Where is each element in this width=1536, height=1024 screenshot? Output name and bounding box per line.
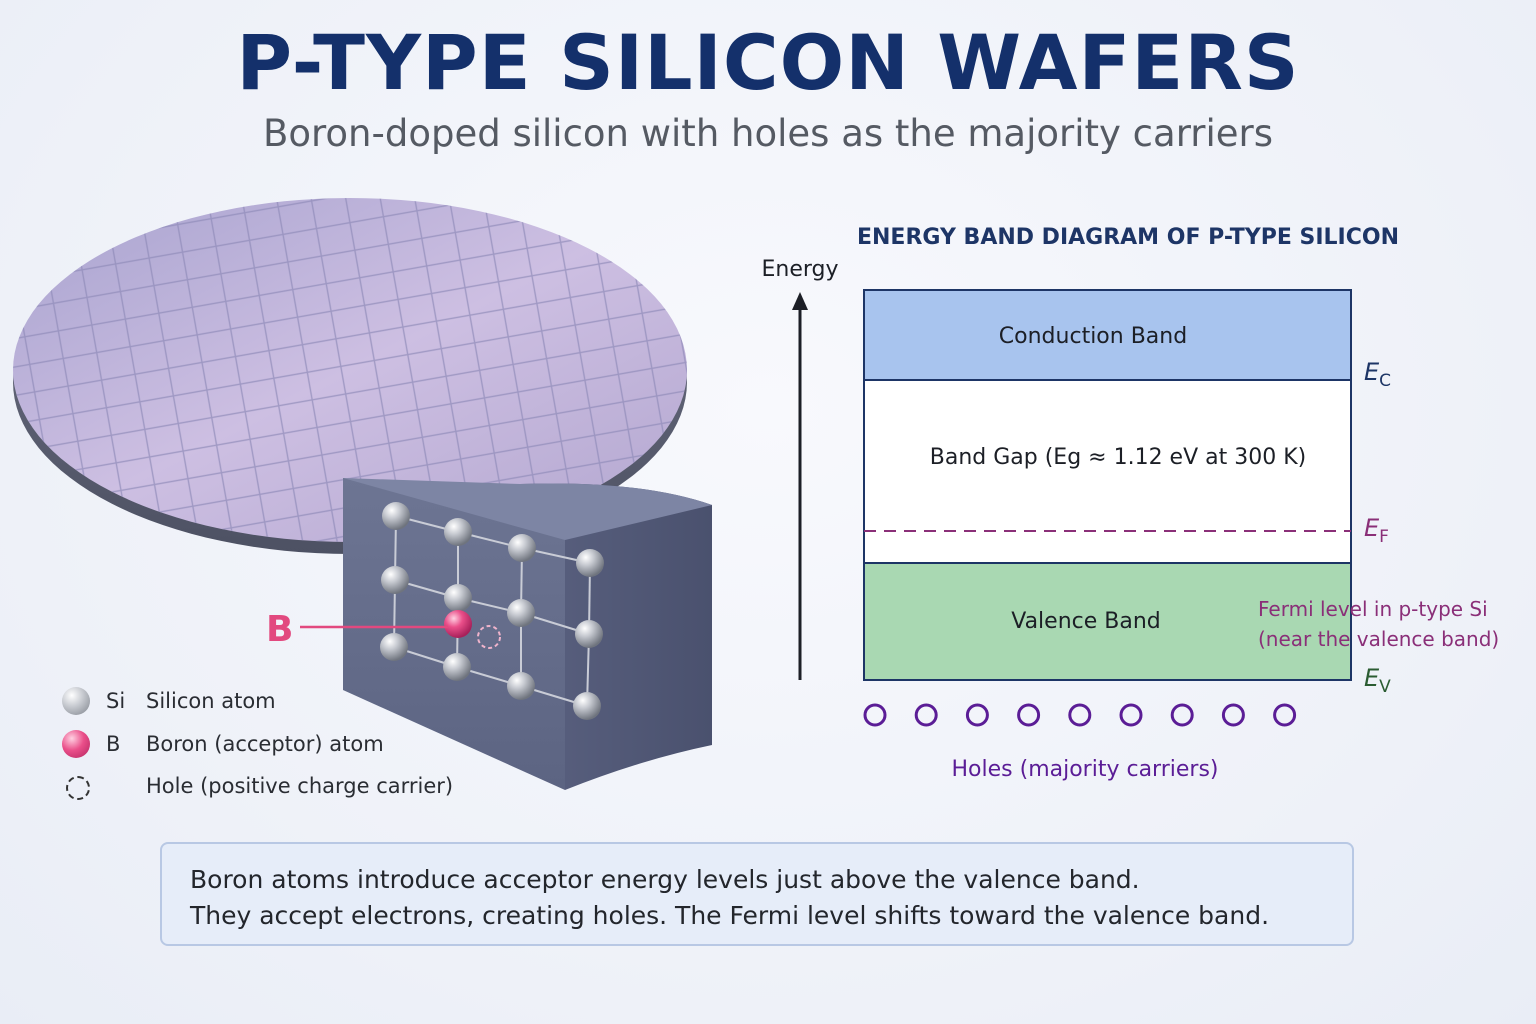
- holes-label: Holes (majority carriers): [952, 757, 1219, 782]
- valence-band: [863, 562, 1352, 681]
- silicon-atom: [507, 672, 535, 700]
- silicon-atom: [382, 502, 410, 530]
- silicon-atom: [380, 633, 408, 661]
- hole-carrier: [1068, 703, 1092, 727]
- hole-carrier: [1273, 703, 1297, 727]
- page-subtitle: Boron-doped silicon with holes as the ma…: [262, 112, 1274, 155]
- legend-item-hole: Hole (positive charge carrier): [58, 769, 453, 803]
- legend-abbr: Si: [106, 689, 126, 713]
- legend-desc: Silicon atom: [146, 689, 276, 713]
- silicon-atom: [575, 620, 603, 648]
- hole: [477, 625, 501, 649]
- conduction-band: [863, 289, 1352, 381]
- ev-label: EV: [1364, 664, 1391, 697]
- band-gap-label: Band Gap (Eg ≈ 1.12 eV at 300 K): [930, 445, 1306, 470]
- conduction-band-label: Conduction Band: [999, 324, 1187, 349]
- silicon-atom: [508, 534, 536, 562]
- hole-carrier: [914, 703, 938, 727]
- summary-line-1: Boron atoms introduce acceptor energy le…: [190, 865, 1140, 894]
- energy-axis-label: Energy: [761, 257, 838, 282]
- fermi-note-line1: Fermi level in p-type Si: [1258, 597, 1488, 621]
- silicon-atom: [443, 653, 471, 681]
- energy-band-diagram: ENERGY BAND DIAGRAM OF P-TYPE SILICON En…: [761, 225, 1499, 782]
- fermi-note-line2: (near the valence band): [1258, 627, 1499, 651]
- legend-desc: Boron (acceptor) atom: [146, 732, 384, 756]
- hole-carrier: [1221, 703, 1245, 727]
- silicon-atom: [444, 584, 472, 612]
- silicon-lattice: [380, 502, 604, 720]
- boron-callout-label: B: [266, 609, 293, 650]
- summary-line-2: They accept electrons, creating holes. T…: [190, 901, 1270, 930]
- block-curved-side: [520, 483, 712, 790]
- silicon-atom-icon: [58, 684, 96, 718]
- hole-carrier: [1170, 703, 1194, 727]
- boron-atom: [444, 610, 472, 638]
- ec-label: EC: [1364, 358, 1391, 391]
- silicon-atom: [573, 692, 601, 720]
- legend-item-boron: B Boron (acceptor) atom: [58, 727, 384, 761]
- silicon-atom: [576, 549, 604, 577]
- page-title: P-TYPE SILICON WAFERS: [236, 18, 1300, 107]
- hole-carrier: [1017, 703, 1041, 727]
- valence-band-label: Valence Band: [1011, 609, 1161, 634]
- hole-carrier: [1119, 703, 1143, 727]
- hole-carrier: [863, 703, 887, 727]
- ef-label: EF: [1364, 514, 1389, 547]
- legend-item-silicon: Si Silicon atom: [58, 684, 276, 718]
- energy-arrow-head: [792, 292, 808, 310]
- holes-row: [863, 703, 1297, 727]
- hole-icon: [58, 769, 96, 803]
- legend-desc: Hole (positive charge carrier): [146, 774, 454, 798]
- crystal-block: [343, 478, 712, 790]
- hole-carrier: [965, 703, 989, 727]
- boron-atom-icon: [58, 727, 96, 761]
- silicon-atom: [444, 518, 472, 546]
- silicon-atom: [507, 599, 535, 627]
- summary-box: Boron atoms introduce acceptor energy le…: [160, 842, 1354, 946]
- legend-abbr: B: [106, 732, 121, 756]
- silicon-atom: [381, 566, 409, 594]
- band-diagram-title: ENERGY BAND DIAGRAM OF P-TYPE SILICON: [857, 225, 1399, 250]
